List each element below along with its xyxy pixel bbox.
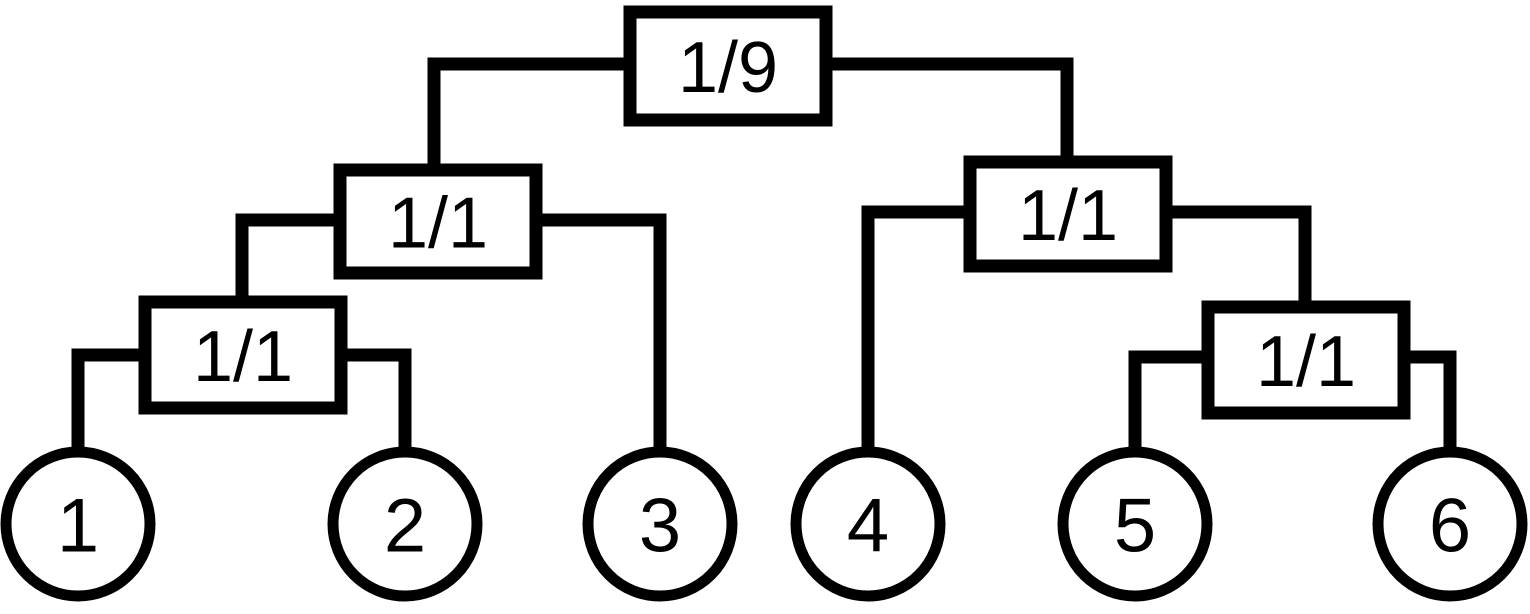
node-left-internal-l2-box[interactable] bbox=[333, 163, 543, 280]
leaf-node-3-circle[interactable] bbox=[582, 446, 738, 602]
node-left-internal-l3-box[interactable] bbox=[138, 295, 348, 415]
edge-right-internal-l3-to-leaf-5 bbox=[1128, 350, 1208, 452]
node-right-internal-l3[interactable]: 1/1 bbox=[1201, 300, 1411, 420]
leaf-node-6-label: 6 bbox=[1429, 484, 1471, 569]
edge-root-to-right-internal-l2 bbox=[826, 57, 1074, 162]
node-right-internal-l2-box[interactable] bbox=[963, 155, 1173, 273]
leaf-node-4-label: 4 bbox=[847, 484, 889, 569]
leaf-node-1-circle[interactable] bbox=[0, 446, 156, 602]
leaf-node-2[interactable]: 2 bbox=[327, 446, 483, 602]
node-left-internal-l3-label: 1/1 bbox=[193, 317, 293, 397]
leaf-node-6-circle[interactable] bbox=[1372, 446, 1528, 602]
node-root-box[interactable] bbox=[623, 5, 833, 127]
node-left-internal-l2[interactable]: 1/1 bbox=[333, 163, 543, 280]
leaf-node-4-circle[interactable] bbox=[790, 446, 946, 602]
edge-left-internal-l2-to-l3 bbox=[235, 213, 340, 302]
node-right-internal-l2-label: 1/1 bbox=[1018, 176, 1118, 256]
edge-left-internal-l2-to-leaf-3 bbox=[536, 213, 667, 452]
leaf-node-5-circle[interactable] bbox=[1057, 446, 1213, 602]
leaf-node-6[interactable]: 6 bbox=[1372, 446, 1528, 602]
leaf-node-2-circle[interactable] bbox=[327, 446, 483, 602]
edge-right-internal-l2-to-l3 bbox=[1166, 205, 1312, 307]
node-right-internal-l3-box[interactable] bbox=[1201, 300, 1411, 420]
edge-root-to-left-internal-l2 bbox=[427, 57, 630, 170]
leaf-node-1-label: 1 bbox=[57, 484, 99, 569]
node-root[interactable]: 1/9 bbox=[623, 5, 833, 127]
node-right-internal-l2[interactable]: 1/1 bbox=[963, 155, 1173, 273]
edge-right-internal-l3-to-leaf-6 bbox=[1404, 350, 1457, 452]
edge-left-internal-l3-to-leaf-2 bbox=[341, 348, 412, 452]
edge-left-internal-l3-to-leaf-1 bbox=[71, 348, 145, 452]
node-right-internal-l3-label: 1/1 bbox=[1256, 322, 1356, 402]
node-left-internal-l3[interactable]: 1/1 bbox=[138, 295, 348, 415]
leaf-node-5-label: 5 bbox=[1114, 484, 1156, 569]
leaf-node-5[interactable]: 5 bbox=[1057, 446, 1213, 602]
leaf-node-4[interactable]: 4 bbox=[790, 446, 946, 602]
leaf-node-1[interactable]: 1 bbox=[0, 446, 156, 602]
node-root-label: 1/9 bbox=[678, 28, 778, 108]
node-left-internal-l2-label: 1/1 bbox=[388, 184, 488, 264]
edge-group bbox=[71, 57, 1457, 452]
leaf-node-3[interactable]: 3 bbox=[582, 446, 738, 602]
edge-right-internal-l2-to-leaf-4 bbox=[861, 205, 970, 452]
leaf-node-2-label: 2 bbox=[384, 484, 426, 569]
leaf-node-3-label: 3 bbox=[639, 484, 681, 569]
